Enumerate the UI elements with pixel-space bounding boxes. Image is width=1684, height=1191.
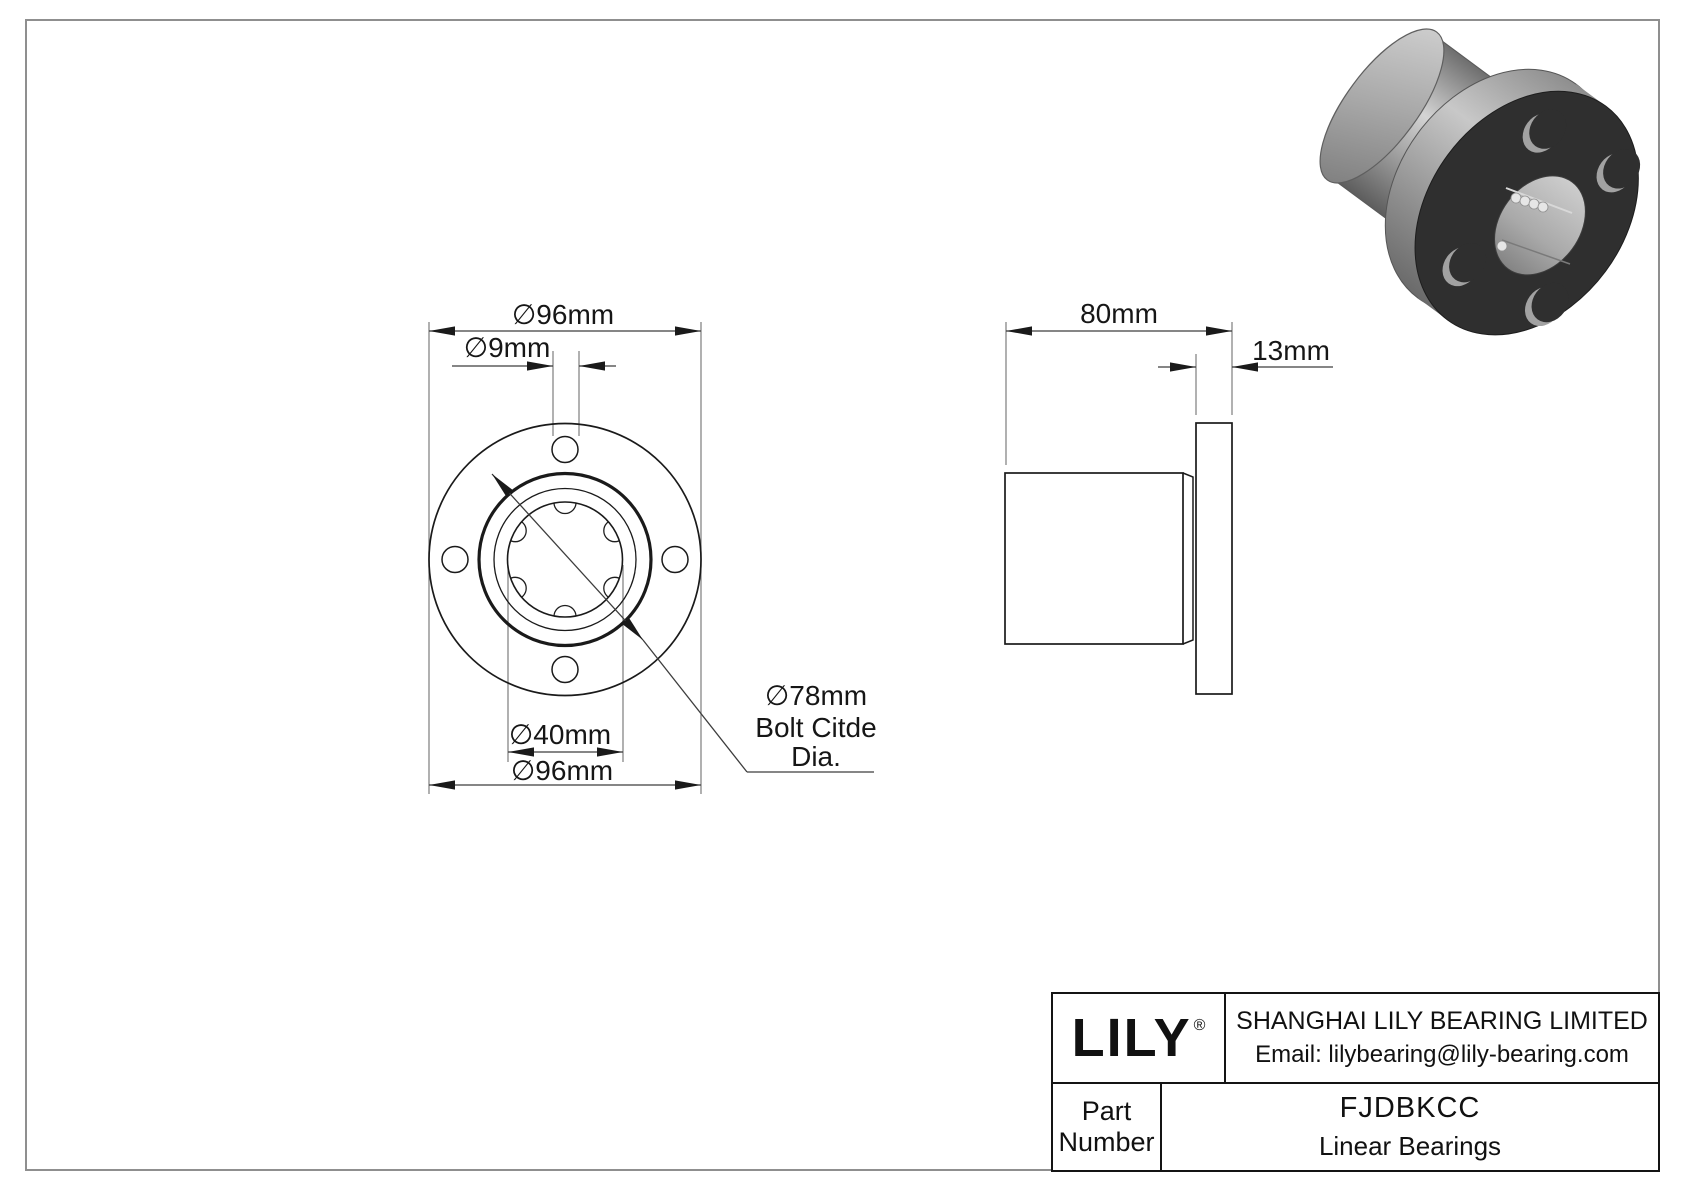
side-extension-lines <box>1005 322 1233 465</box>
front-view: ∅96mm ∅9mm ∅40mm ∅96mm ∅78mm Bolt Citde … <box>428 299 877 794</box>
company-cell: SHANGHAI LILY BEARING LIMITED Email: lil… <box>1226 994 1658 1082</box>
dim-label-flange-od-top: ∅96mm <box>512 299 614 330</box>
arrowhead <box>1170 362 1196 372</box>
part-number-label-cell: Part Number <box>1053 1084 1162 1170</box>
leader-elbow-line <box>642 639 748 773</box>
render-rotated-assembly <box>1319 28 1641 336</box>
render-bolt-holes <box>1442 109 1641 327</box>
arrowhead <box>622 617 643 640</box>
render-bolt-hole-shadow <box>1531 282 1569 323</box>
render-3d <box>1319 28 1641 336</box>
arrowhead <box>429 326 455 336</box>
side-dimension-arrows <box>1006 326 1258 372</box>
side-body-chamfer <box>1182 472 1194 645</box>
title-block: LILY® SHANGHAI LILY BEARING LIMITED Emai… <box>1051 992 1660 1172</box>
render-ball <box>1537 201 1549 213</box>
render-bolt-hole-shadow <box>1603 149 1641 189</box>
lily-logo: LILY® <box>1072 1011 1206 1065</box>
dim-label-flange-thickness: 13mm <box>1252 335 1330 366</box>
part-category: Linear Bearings <box>1318 1131 1502 1161</box>
render-bore-highlight-line <box>1505 187 1573 214</box>
arrowhead <box>1206 326 1232 336</box>
logo-cell: LILY® <box>1053 994 1226 1082</box>
side-flange-rect <box>1195 422 1233 695</box>
render-ball <box>1496 240 1508 252</box>
arrowhead <box>675 780 701 790</box>
arrowhead <box>508 747 534 757</box>
part-label-line1: Part <box>1081 1096 1132 1126</box>
part-label-line2: Number <box>1058 1127 1155 1157</box>
dim-label-bore: ∅40mm <box>509 719 611 750</box>
registered-trademark-mark: ® <box>1193 1017 1208 1034</box>
leader-label-line3: Dia. <box>791 741 841 772</box>
leader-label-line1: ∅78mm <box>765 680 867 711</box>
sheet-border-frame <box>25 19 1660 1171</box>
render-bolt-hole-shadow <box>1529 109 1567 149</box>
bolt-hole-left <box>441 545 469 574</box>
part-number-cell: FJDBKCC Linear Bearings <box>1162 1084 1658 1170</box>
arrowhead <box>675 326 701 336</box>
arrowhead <box>429 780 455 790</box>
sleeve-circle <box>493 487 637 632</box>
company-name: SHANGHAI LILY BEARING LIMITED <box>1236 1007 1648 1035</box>
lily-logo-text: LILY <box>1071 1008 1192 1068</box>
dim-label-flange-od-bottom: ∅96mm <box>511 755 613 786</box>
leader-label-line2: Bolt Citde <box>755 712 876 743</box>
leader-diagonal-line <box>491 473 644 641</box>
title-block-row-part: Part Number FJDBKCC Linear Bearings <box>1053 1084 1658 1170</box>
bolt-hole-bottom <box>551 655 579 684</box>
arrowhead <box>579 361 605 371</box>
arrowhead <box>1232 362 1258 372</box>
arrowhead <box>1006 326 1032 336</box>
body-outline-circle <box>477 471 653 648</box>
arrowhead <box>527 361 553 371</box>
arrowhead <box>597 747 623 757</box>
render-body-end-cap <box>1319 28 1445 184</box>
dim-label-bolt-hole: ∅9mm <box>464 332 551 363</box>
bolt-hole-right <box>661 545 689 574</box>
arrowhead <box>492 474 513 497</box>
ball-track-scallops <box>507 502 623 617</box>
part-number-value: FJDBKCC <box>1339 1092 1481 1124</box>
side-view: 80mm 13mm <box>1004 298 1333 695</box>
bore-circle <box>506 501 624 618</box>
render-ball <box>1519 195 1531 207</box>
render-ball <box>1528 198 1540 210</box>
render-ball <box>1510 192 1522 204</box>
render-bolt-hole-shadow <box>1449 242 1487 283</box>
flange-outline-circle <box>428 422 702 697</box>
side-body-rect <box>1004 472 1184 645</box>
front-dimension-arrows <box>429 326 701 790</box>
title-block-row-company: LILY® SHANGHAI LILY BEARING LIMITED Emai… <box>1053 994 1658 1084</box>
company-email: Email: lilybearing@lily-bearing.com <box>1255 1041 1629 1068</box>
render-bore-edge-line <box>1501 239 1571 265</box>
bolt-hole-top <box>551 435 579 464</box>
render-bore-details <box>1496 187 1573 265</box>
render-balls <box>1496 192 1549 252</box>
dim-label-length: 80mm <box>1080 298 1158 329</box>
